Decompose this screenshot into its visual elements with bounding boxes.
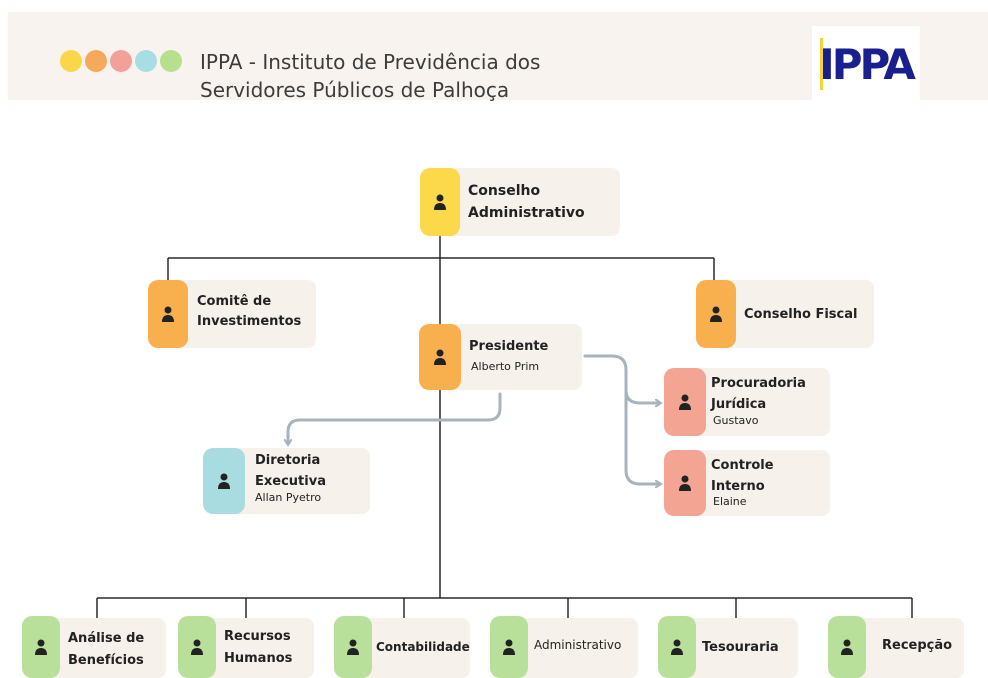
page-title: IPPA - Instituto de Previdência dos Serv… [200, 48, 620, 104]
node-label-administrativo: Administrativo [534, 638, 622, 652]
label-line-2: Administrativo [468, 205, 585, 221]
node-label-recepcao: Recepção [882, 638, 953, 653]
node-person-diretoria: Allan Pyetro [255, 491, 322, 504]
dot-teal [135, 50, 157, 72]
label-line-1: Conselho [468, 183, 541, 199]
node-tab-conselho-fiscal [696, 280, 736, 348]
node-tesouraria [676, 618, 798, 678]
label-line-2: Interno [711, 479, 765, 494]
node-label-comite-investimentos: Comitê de Investimentos [197, 292, 301, 332]
arrow-to-procuradoria [583, 354, 660, 403]
title-line-1: IPPA - Instituto de Previdência dos [200, 50, 541, 74]
dot-yellow [60, 50, 82, 72]
dot-salmon [110, 50, 132, 72]
label-line-1: Análise de [68, 631, 145, 646]
node-label-diretoria-executiva: Diretoria Executiva [255, 450, 326, 492]
dot-green [160, 50, 182, 72]
node-tab-controle-interno [664, 450, 706, 516]
person-icon [503, 639, 515, 655]
person-icon [434, 194, 446, 210]
node-presidente [440, 324, 582, 390]
node-tab-analise-beneficios [22, 616, 60, 678]
node-tab-administrativo [490, 616, 528, 678]
node-comite-investimentos [168, 280, 316, 348]
title-line-2: Servidores Públicos de Palhoça [200, 78, 510, 102]
decorative-dots [60, 50, 182, 72]
node-diretoria-executiva [224, 448, 370, 514]
arrow-to-controle [624, 388, 660, 484]
person-icon [841, 639, 853, 655]
node-label-tesouraria: Tesouraria [702, 640, 779, 655]
node-label-analise-beneficios: Análise de Benefícios [68, 628, 144, 672]
node-tab-conselho-administrativo [420, 168, 460, 236]
person-icon [710, 306, 722, 322]
node-label-procuradoria-juridica: Procuradoria Jurídica [711, 373, 806, 415]
node-label-presidente: Presidente [469, 339, 549, 354]
node-label-contabilidade: Contabilidade [376, 640, 470, 654]
label-line-1: Diretoria [255, 453, 321, 468]
person-icon [679, 394, 691, 410]
node-tab-recursos-humanos [178, 616, 216, 678]
header-bar: IPPA - Instituto de Previdência dos Serv… [8, 12, 988, 102]
node-label-conselho-fiscal: Conselho Fiscal [744, 307, 858, 322]
label-line-1: Controle [711, 458, 774, 473]
node-label-conselho-administrativo: Conselho Administrativo [468, 180, 585, 224]
person-icon [35, 639, 47, 655]
label-line-2: Executiva [255, 474, 326, 489]
node-person-presidente: Alberto Prim [471, 360, 540, 373]
logo-accent-bar [820, 38, 823, 90]
node-label-recursos-humanos: Recursos Humanos [224, 626, 292, 670]
label-line-2: Jurídica [711, 397, 767, 412]
person-icon [679, 475, 691, 491]
node-label-controle-interno: Controle Interno [711, 455, 774, 497]
node-person-controle: Elaine [713, 495, 747, 508]
dot-orange [85, 50, 107, 72]
node-analise-beneficios [40, 618, 166, 678]
node-person-procuradoria: Gustavo [713, 414, 759, 427]
node-procuradoria-juridica [684, 368, 830, 436]
ippa-logo: IPPA [812, 26, 920, 102]
label-line-2: Humanos [224, 651, 293, 666]
arrow-to-diretoria [288, 392, 502, 444]
person-icon [162, 306, 174, 322]
node-tab-comite-investimentos [148, 280, 188, 348]
node-tab-contabilidade [334, 616, 372, 678]
label-line-1: Recursos [224, 629, 291, 644]
node-tab-presidente [419, 324, 461, 390]
node-tab-procuradoria-juridica [664, 368, 706, 436]
label-line-1: Comitê de [197, 294, 272, 309]
person-icon [347, 639, 359, 655]
person-icon [191, 639, 203, 655]
logo-text: IPPA [819, 39, 916, 89]
person-icon [671, 639, 683, 655]
node-conselho-fiscal [716, 280, 874, 348]
label-line-1: Procuradoria [711, 376, 806, 391]
node-controle-interno [684, 450, 830, 516]
person-icon [434, 349, 446, 365]
label-line-2: Investimentos [197, 314, 302, 329]
label-line-2: Benefícios [68, 653, 144, 668]
person-icon [218, 473, 230, 489]
node-conselho-administrativo [440, 168, 620, 236]
node-tab-recepcao [828, 616, 866, 678]
node-tab-diretoria-executiva [203, 448, 245, 514]
node-administrativo [510, 618, 638, 678]
node-tab-tesouraria [658, 616, 696, 678]
